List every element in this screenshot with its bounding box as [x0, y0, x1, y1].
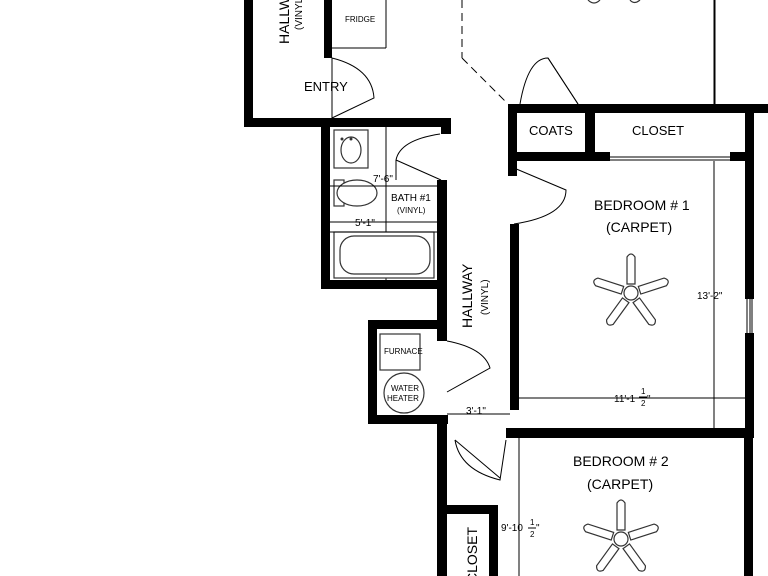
ceiling-fan-icon	[593, 253, 669, 326]
doors	[331, 0, 579, 481]
room-floor-hallway: (VINYL)	[480, 279, 491, 315]
dim-bed2-closet: 9'-10	[501, 523, 523, 534]
dim-bed2-frac-den: 2	[530, 530, 535, 539]
room-label-bedroom-2: BEDROOM # 2	[573, 453, 669, 469]
room-floor-bath: (VINYL)	[397, 206, 426, 215]
room-label-entry: ENTRY	[304, 79, 348, 94]
dim-hall-width: 3'-1"	[466, 406, 486, 417]
water-heater-label-1: WATER	[391, 384, 419, 393]
room-label-hallway: HALLWAY	[459, 263, 475, 328]
dim-bed2-frac-num: 1	[530, 518, 535, 527]
dim-bath-depth: 5'-1"	[355, 218, 375, 229]
bath-fixtures	[330, 127, 437, 280]
room-label-closet: CLOSET	[632, 123, 684, 138]
window-lines	[332, 0, 753, 576]
dim-bed1-frac-den: 2	[641, 399, 646, 408]
dimension-lines	[330, 161, 745, 576]
dim-bed1-frac-num: 1	[641, 387, 646, 396]
dim-bed1-unit: "	[647, 394, 651, 405]
room-labels: HALLWAY (VINYL) FRIDGE ENTRY COATS CLOSE…	[276, 0, 723, 576]
room-floor-bedroom-2: (CARPET)	[587, 476, 653, 492]
room-label-closet-bottom: CLOSET	[464, 527, 480, 576]
water-heater-label-2: HEATER	[387, 394, 419, 403]
dim-bed2-unit: "	[536, 523, 540, 534]
fridge-label: FRIDGE	[345, 15, 375, 24]
fixture-fragment	[587, 0, 641, 4]
mechanical-fixtures	[379, 333, 425, 414]
room-floor-hallway-top: (VINYL)	[294, 0, 305, 30]
furnace-label: FURNACE	[384, 347, 423, 356]
room-label-coats: COATS	[529, 123, 573, 138]
room-label-hallway-top: HALLWAY	[276, 0, 292, 44]
dim-bath-width: 7'-6"	[373, 174, 393, 185]
room-floor-bedroom-1: (CARPET)	[606, 219, 672, 235]
room-label-bedroom-1: BEDROOM # 1	[594, 197, 690, 213]
ceiling-fan-icon	[583, 499, 659, 572]
dim-bed1-width: 11'-1	[614, 394, 636, 405]
room-label-bath: BATH #1	[391, 193, 431, 204]
dim-bed1-height: 13'-2"	[697, 291, 723, 302]
